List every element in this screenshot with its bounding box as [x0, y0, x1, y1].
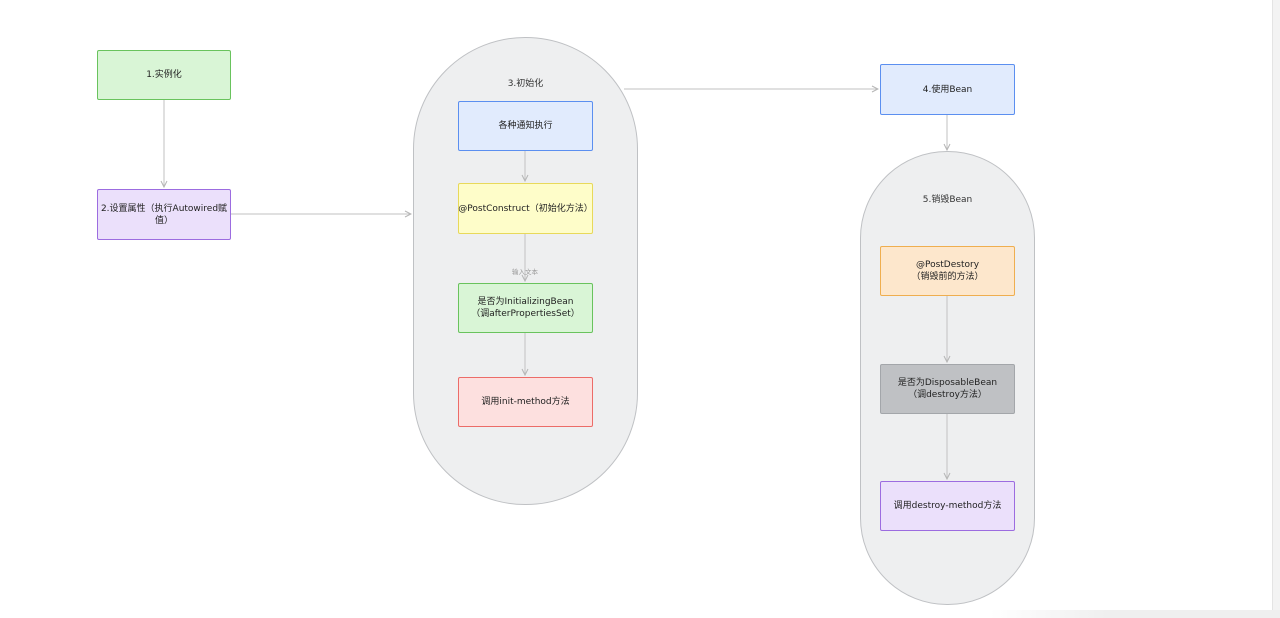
node-initializing-bean-line1: 是否为InitializingBean [477, 297, 574, 307]
edge-text-placeholder[interactable]: 输入文本 [512, 268, 538, 276]
node-post-construct[interactable]: @PostConstruct（初始化方法） [458, 183, 593, 234]
node-initializing-bean[interactable]: 是否为InitializingBean （调afterPropertiesSet… [458, 283, 593, 333]
node-post-destroy-line2: （销毁前的方法） [911, 272, 984, 282]
init-container-title: 3.初始化 [507, 79, 544, 89]
node-set-properties-line2: 值） [154, 215, 173, 226]
node-instantiate-label: 1.实例化 [146, 70, 182, 80]
node-post-destroy[interactable]: @PostDestory （销毁前的方法） [880, 246, 1015, 296]
node-use-bean[interactable]: 4.使用Bean [880, 64, 1015, 115]
node-init-method[interactable]: 调用init-method方法 [458, 377, 593, 427]
node-initializing-bean-line2: （调afterPropertiesSet） [471, 309, 580, 319]
node-destroy-method-label: 调用destroy-method方法 [893, 501, 1002, 511]
node-notify-label: 各种通知执行 [498, 121, 553, 131]
destroy-container-title: 5.销毁Bean [922, 195, 973, 205]
node-disposable-bean-line2: （调destroy方法） [908, 390, 987, 400]
node-use-bean-label: 4.使用Bean [922, 84, 973, 95]
node-disposable-bean[interactable]: 是否为DisposableBean （调destroy方法） [880, 364, 1015, 414]
node-post-construct-label: @PostConstruct（初始化方法） [458, 203, 593, 214]
node-init-method-label: 调用init-method方法 [481, 397, 570, 407]
node-set-properties[interactable]: 2.设置属性（执行Autowired赋 值） [97, 189, 231, 240]
node-destroy-method[interactable]: 调用destroy-method方法 [880, 481, 1015, 531]
node-set-properties-line1: 2.设置属性（执行Autowired赋 [100, 203, 228, 214]
node-disposable-bean-line1: 是否为DisposableBean [897, 378, 998, 388]
node-instantiate[interactable]: 1.实例化 [97, 50, 231, 100]
vertical-scrollbar[interactable] [1272, 0, 1280, 618]
bottom-edge-shade [990, 610, 1280, 618]
node-post-destroy-line1: @PostDestory [915, 260, 980, 270]
node-notify[interactable]: 各种通知执行 [458, 101, 593, 151]
